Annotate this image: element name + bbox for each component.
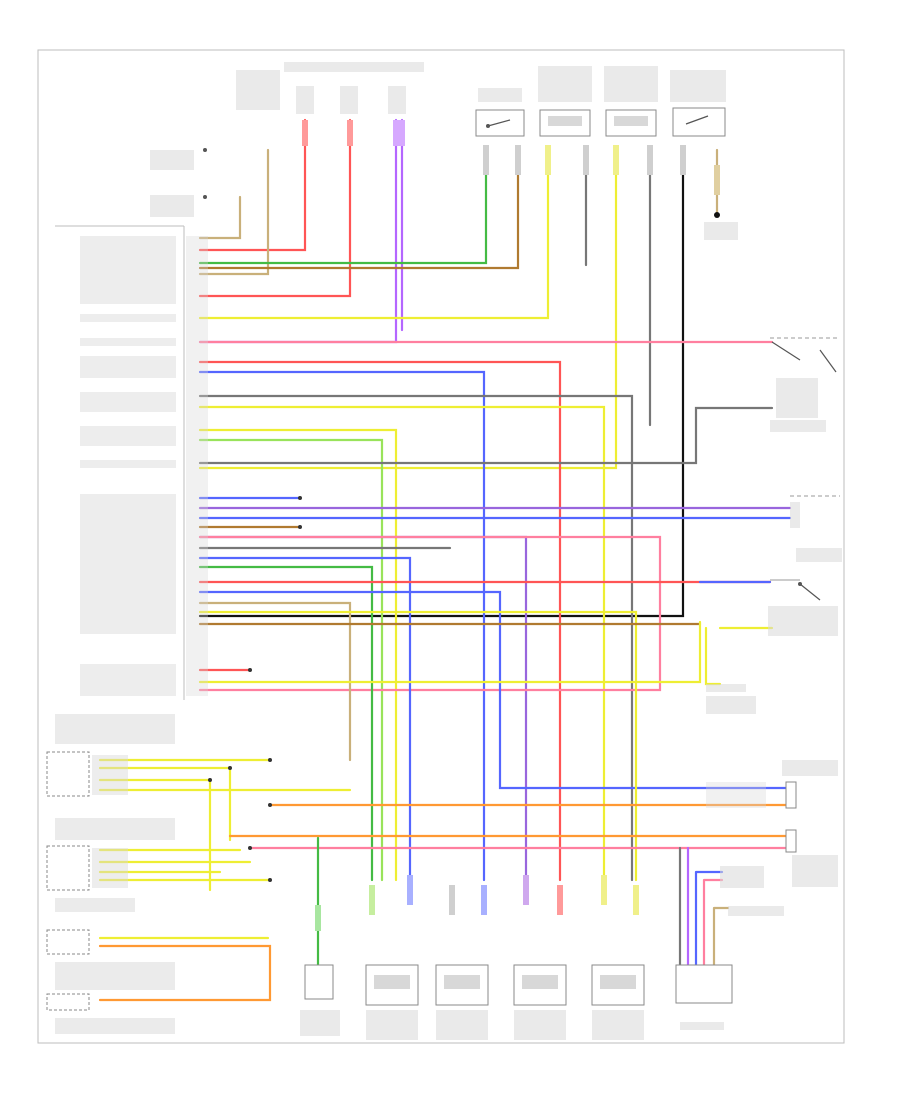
- right-rear-wheel-speed-sensor-component: [605, 109, 657, 137]
- right-rear-wheel-speed-sensor-bottom-component: [591, 964, 645, 1040]
- bottom-connector-pins: [315, 875, 639, 931]
- left-front-wheel-speed-sensor-bottom-component: [513, 964, 567, 1040]
- top-label-cluster: [150, 62, 738, 240]
- brake-fluid-level-switch-component: [790, 495, 842, 562]
- module-pin-labels: [80, 236, 208, 696]
- brake-pressure-switch-component: [706, 579, 838, 714]
- abs-control-module-block: [46, 714, 175, 797]
- parking-brake-switch-component: [770, 337, 840, 432]
- steering-angle-module-block: [46, 818, 175, 891]
- left-rear-wheel-speed-sensor-component: [672, 107, 726, 137]
- electronic-module-block: [46, 898, 175, 1034]
- diagram-frame: [37, 49, 845, 1044]
- left-rear-wheel-speed-sensor-bottom-component: [435, 964, 489, 1040]
- yaw-rate-sensor-component: [675, 829, 838, 1030]
- ground-component: [300, 964, 340, 1036]
- brake-lamp-switch-component: [475, 109, 525, 137]
- top-connector-pins: [203, 120, 720, 218]
- junction-dots: [208, 496, 302, 882]
- steering-angle-sensor-component: [706, 760, 838, 809]
- left-front-wheel-speed-sensor-component: [539, 109, 591, 137]
- right-front-wheel-speed-sensor-component: [365, 964, 419, 1040]
